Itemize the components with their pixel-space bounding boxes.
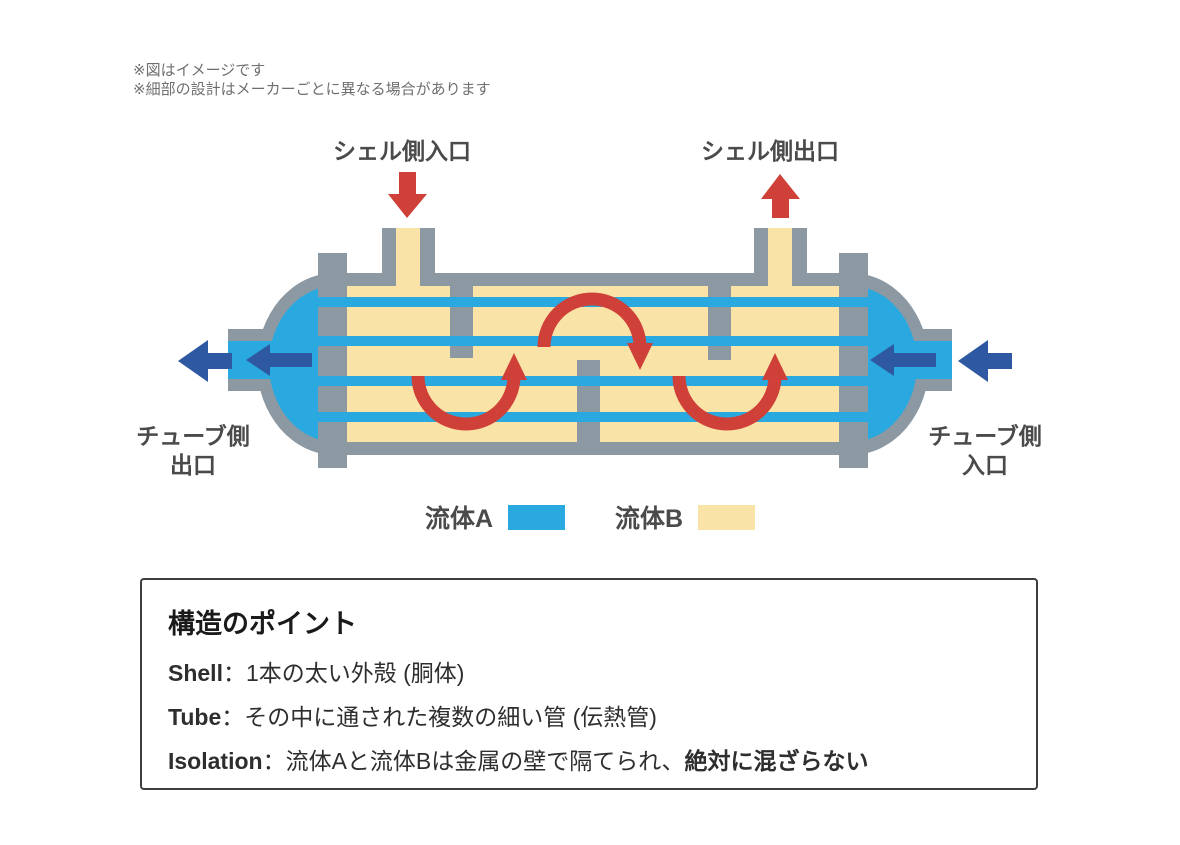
shell-inlet-label: シェル側入口: [333, 138, 471, 164]
shell-outlet-arrow-shaft: [772, 197, 789, 218]
point-term-isolation: Isolation: [168, 748, 263, 774]
point-line-isolation: Isolation：流体Aと流体Bは金属の壁で隔てられ、絶対に混ざらない: [168, 746, 1010, 776]
tube-outlet-label-line-2: 出口: [170, 452, 216, 478]
left-tube-sheet: [318, 253, 347, 468]
disclaimer-line-1: ※図はイメージです: [133, 62, 266, 79]
tube-outlet-label: チューブ側出口: [83, 422, 303, 480]
shell-inlet-arrow-shaft: [399, 172, 416, 195]
tube-inlet-label-line-2: 入口: [962, 452, 1008, 478]
point-desc-isolation: ：流体Aと流体Bは金属の壁で隔てられ、: [262, 748, 685, 774]
tube-3: [300, 376, 886, 386]
legend-item-fluid-a: 流体A: [425, 499, 565, 535]
legend-fluid-b-label: 流体B: [615, 505, 684, 533]
right-tube-sheet: [839, 253, 868, 468]
legend: 流体A 流体B: [0, 499, 1180, 535]
baffle-top-1: [450, 286, 473, 358]
tube-inlet-inner-arrow: [870, 344, 936, 376]
tube-outlet-inner-arrow: [246, 344, 312, 376]
legend-fluid-a-swatch: [508, 504, 565, 530]
legend-fluid-a-label: 流体A: [424, 505, 493, 533]
shell-inlet-arrow-head: [388, 194, 427, 218]
shell-outlet-channel: [768, 228, 792, 300]
tube-inlet-label-line-1: チューブ側: [928, 423, 1042, 449]
point-bold-isolation: 絶対に混ざらない: [684, 748, 869, 774]
point-desc-tube: ：その中に通された複数の細い管 (伝熱管): [221, 704, 657, 730]
disclaimer-note: ※図はイメージです ※細部の設計はメーカーごとに異なる場合があります: [133, 61, 491, 99]
shell-flow-arc-over-baffle-2: [537, 292, 647, 348]
tube-4: [300, 412, 886, 422]
legend-item-fluid-b: 流体B: [615, 499, 756, 535]
point-desc-shell: ：1本の太い外殻 (胴体): [222, 660, 465, 686]
structure-points-box: 構造のポイント Shell：1本の太い外殻 (胴体) Tube：その中に通された…: [140, 578, 1038, 790]
shell-inlet-channel: [396, 228, 420, 300]
tube-inlet-outer-arrow: [958, 340, 1012, 382]
legend-fluid-b-swatch: [698, 504, 756, 530]
tube-outlet-outer-arrow: [178, 340, 232, 382]
tube-inlet-label: チューブ側入口: [875, 422, 1095, 480]
shell-flow-arc-1-arrowhead: [501, 353, 527, 380]
shell-outlet-label: シェル側出口: [701, 138, 839, 164]
point-term-shell: Shell: [168, 660, 223, 686]
shell-flow-arc-2-arrowhead: [627, 343, 653, 370]
tube-outlet-label-line-1: チューブ側: [136, 423, 250, 449]
point-line-shell: Shell：1本の太い外殻 (胴体): [168, 658, 1010, 688]
shell-flow-arc-under-baffle-3: [672, 375, 782, 431]
disclaimer-line-2: ※細部の設計はメーカーごとに異なる場合があります: [133, 81, 491, 98]
shell-outlet-arrow-head: [761, 174, 800, 199]
baffle-bottom-2: [577, 360, 600, 442]
shell-flow-arc-3-arrowhead: [762, 353, 788, 380]
points-box-title: 構造のポイント: [168, 609, 357, 639]
point-line-tube: Tube：その中に通された複数の細い管 (伝熱管): [168, 702, 1010, 732]
tube-2: [300, 336, 886, 346]
shell-flow-arc-under-baffle-1: [411, 375, 521, 431]
point-term-tube: Tube: [168, 704, 222, 730]
